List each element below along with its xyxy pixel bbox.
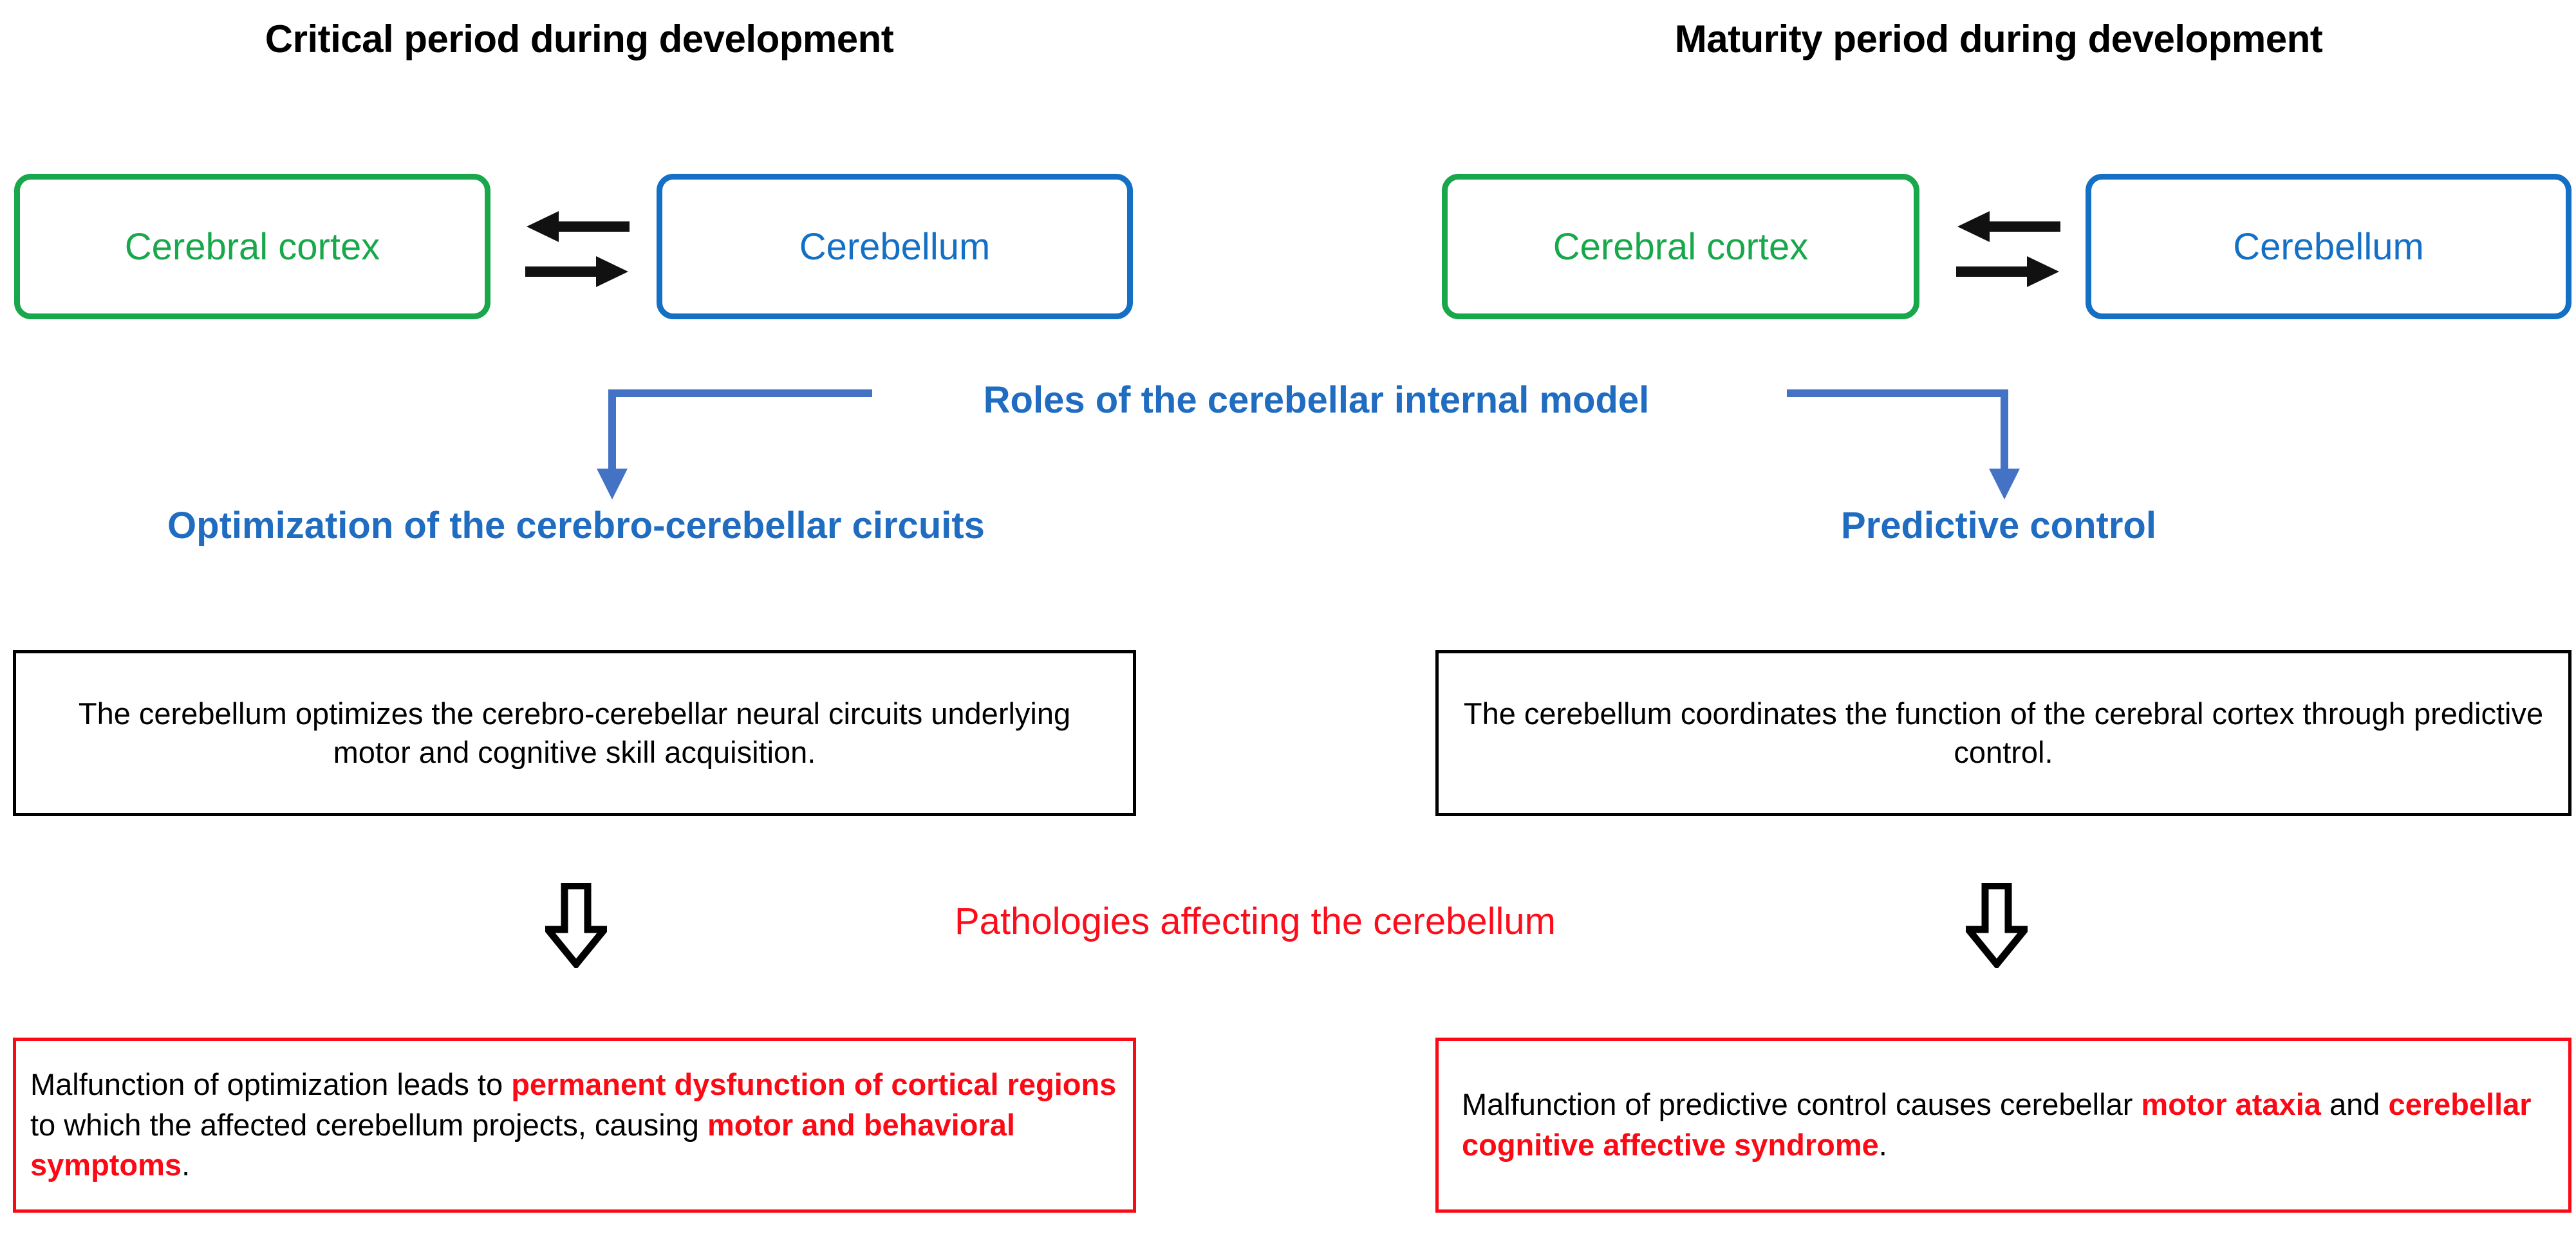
elbow-arrow-down-icon bbox=[1787, 389, 2020, 499]
outcome-plain-2: and bbox=[2320, 1087, 2389, 1122]
description-text: The cerebellum coordinates the function … bbox=[1463, 696, 2544, 769]
node-label: Cerebral cortex bbox=[124, 225, 380, 268]
outcome-highlight-1: motor ataxia bbox=[2141, 1087, 2321, 1122]
outcome-plain-3: . bbox=[1878, 1128, 1887, 1162]
hollow-arrow-down-icon bbox=[1961, 882, 2033, 970]
left-column-title: Critical period during development bbox=[265, 17, 894, 61]
hollow-arrow-down-icon bbox=[540, 882, 612, 970]
outcome-box-right: Malfunction of predictive control causes… bbox=[1435, 1038, 2571, 1213]
arrow-pair-svg bbox=[1956, 211, 2060, 287]
elbow-connector-left bbox=[579, 386, 875, 505]
pathologies-label: Pathologies affecting the cerebellum bbox=[955, 900, 1556, 942]
arrow-right-icon bbox=[1956, 256, 2059, 287]
bidirectional-arrows-right bbox=[1954, 205, 2063, 295]
outcome-box-left: Malfunction of optimization leads to per… bbox=[13, 1038, 1136, 1213]
node-label: Cerebral cortex bbox=[1553, 225, 1809, 268]
roles-center-label: Roles of the cerebellar internal model bbox=[983, 379, 1650, 421]
outcome-plain-1: Malfunction of optimization leads to bbox=[30, 1067, 512, 1101]
bidirectional-arrows-left bbox=[523, 205, 632, 295]
outcome-plain-3: . bbox=[182, 1148, 191, 1182]
description-text: The cerebellum optimizes the cerebro-cer… bbox=[78, 696, 1071, 769]
arrow-pair-svg bbox=[525, 211, 630, 287]
outcome-plain-2: to which the affected cerebellum project… bbox=[30, 1107, 707, 1142]
hollow-arrow-down-right bbox=[1961, 882, 2033, 970]
node-label: Cerebellum bbox=[2233, 225, 2424, 268]
role-heading-right: Predictive control bbox=[1841, 505, 2156, 546]
description-box-right: The cerebellum coordinates the function … bbox=[1435, 650, 2571, 816]
outcome-highlight-2: motor and behavioral symptoms bbox=[30, 1107, 1015, 1182]
outcome-text: Malfunction of optimization leads to per… bbox=[30, 1065, 1119, 1186]
role-heading-left: Optimization of the cerebro-cerebellar c… bbox=[167, 505, 985, 546]
description-box-left: The cerebellum optimizes the cerebro-cer… bbox=[13, 650, 1136, 816]
hollow-arrow-down-left bbox=[540, 882, 612, 970]
arrow-left-icon bbox=[1957, 211, 2060, 242]
outcome-highlight-1: permanent dysfunction of cortical region… bbox=[511, 1067, 1117, 1101]
arrow-left-icon bbox=[527, 211, 630, 242]
right-column-title: Maturity period during development bbox=[1674, 17, 2323, 61]
node-cerebral-cortex-left: Cerebral cortex bbox=[14, 174, 490, 319]
elbow-arrow-down-icon bbox=[597, 389, 872, 499]
outcome-highlight-2: cerebellar cognitive affective syndrome bbox=[1462, 1087, 2532, 1162]
node-cerebral-cortex-right: Cerebral cortex bbox=[1442, 174, 1919, 319]
node-cerebellum-left: Cerebellum bbox=[657, 174, 1133, 319]
node-cerebellum-right: Cerebellum bbox=[2086, 174, 2571, 319]
node-label: Cerebellum bbox=[799, 225, 991, 268]
arrow-right-icon bbox=[525, 256, 628, 287]
elbow-connector-right bbox=[1783, 386, 2028, 505]
outcome-plain-1: Malfunction of predictive control causes… bbox=[1462, 1087, 2142, 1122]
outcome-text: Malfunction of predictive control causes… bbox=[1462, 1085, 2554, 1166]
